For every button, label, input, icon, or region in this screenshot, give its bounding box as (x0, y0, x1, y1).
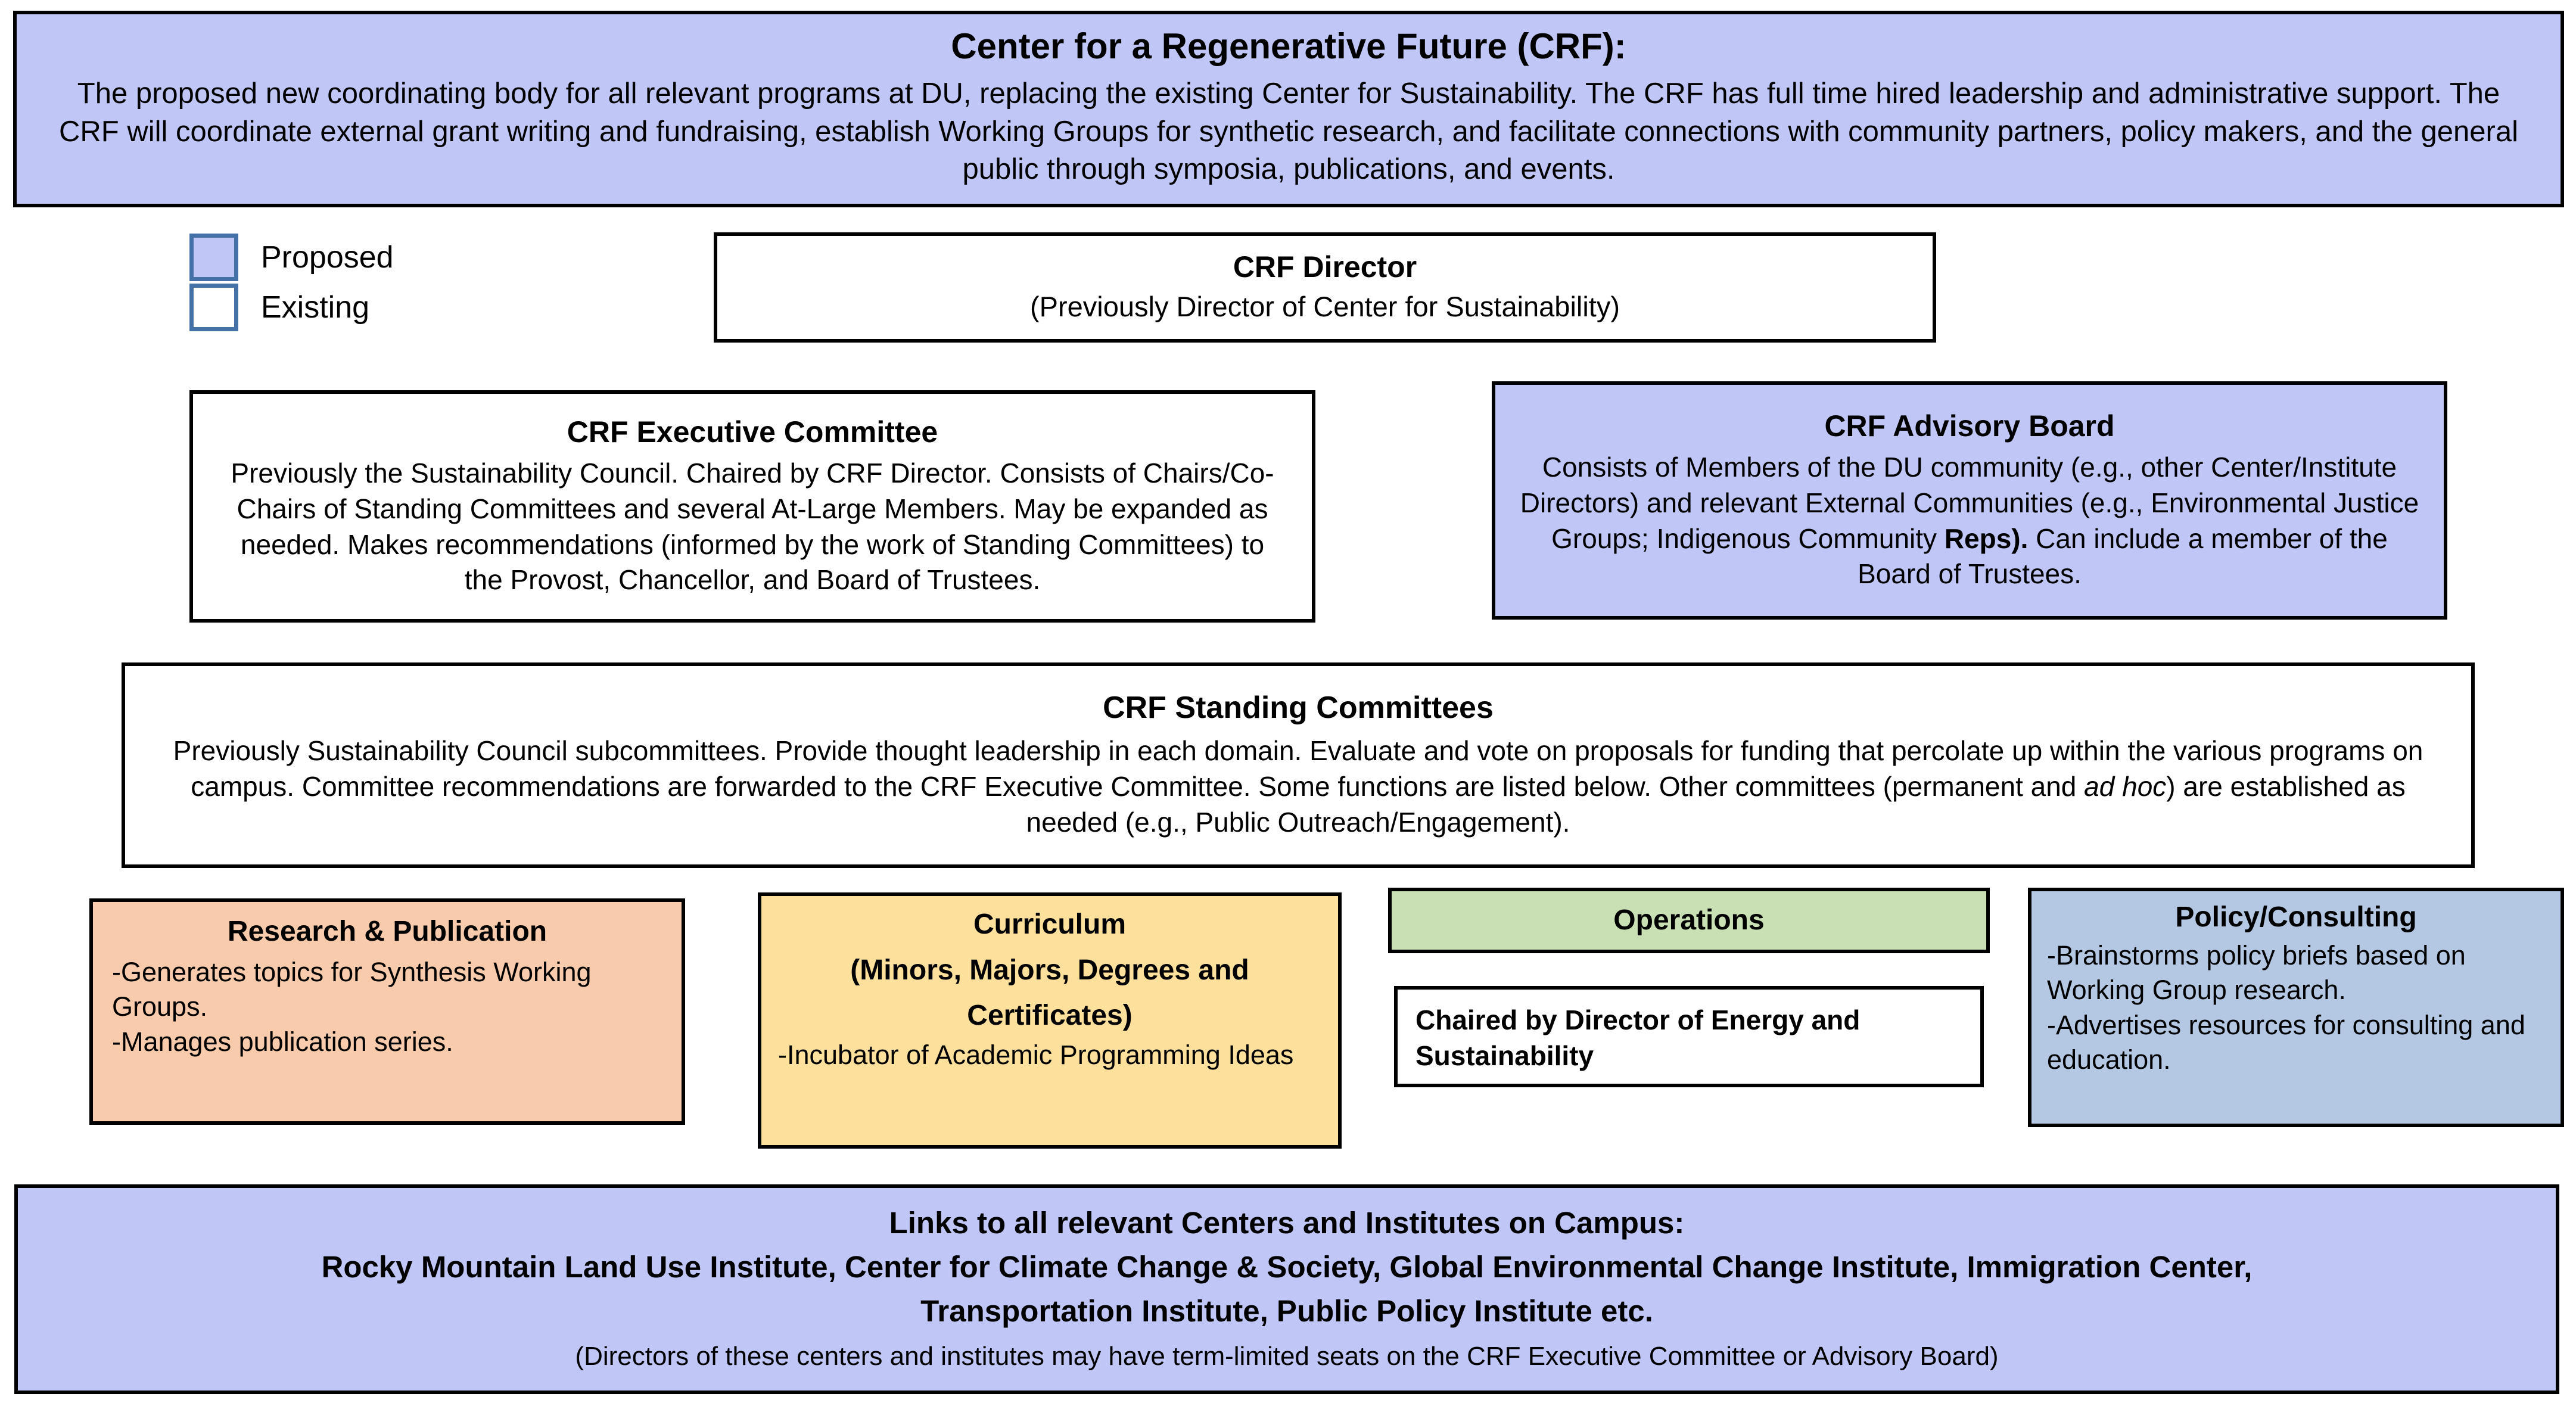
crf-banner-title: Center for a Regenerative Future (CRF): (951, 26, 1626, 67)
links-banner-line2: Rocky Mountain Land Use Institute, Cente… (321, 1250, 2253, 1284)
crf-banner-body: The proposed new coordinating body for a… (59, 77, 2518, 186)
legend-item-proposed: Proposed (189, 234, 394, 281)
standing-committees-body-italic: ad hoc (2084, 771, 2167, 802)
crf-director-subtitle: (Previously Director of Center for Susta… (1030, 291, 1620, 323)
research-publication-bullet-1: -Generates topics for Synthesis Working … (112, 956, 592, 1022)
committee-box-operations: Operations (1388, 888, 1990, 953)
exec-committee-title: CRF Executive Committee (567, 415, 938, 449)
advisory-board-body: Consists of Members of the DU community … (1519, 450, 2420, 592)
legend-item-existing: Existing (189, 284, 369, 331)
research-publication-bullet-2: -Manages publication series. (112, 1026, 453, 1057)
crf-banner-box: Center for a Regenerative Future (CRF): … (13, 11, 2564, 207)
policy-consulting-title: Policy/Consulting (2175, 901, 2417, 933)
existing-swatch-icon (189, 284, 238, 331)
links-banner-line3: Transportation Institute, Public Policy … (920, 1294, 1653, 1329)
curriculum-bullet-1: -Incubator of Academic Programming Ideas (778, 1039, 1294, 1070)
operations-chair-box: Chaired by Director of Energy and Sustai… (1394, 986, 1984, 1087)
committee-box-curriculum: Curriculum (Minors, Majors, Degrees and … (758, 892, 1342, 1149)
policy-consulting-bullet-2: -Advertises resources for consulting and… (2047, 1009, 2525, 1075)
curriculum-title-line2: (Minors, Majors, Degrees and (850, 954, 1249, 986)
committee-box-research-publication: Research & Publication -Generates topics… (89, 898, 685, 1125)
standing-committees-title: CRF Standing Committees (1103, 690, 1494, 726)
proposed-swatch-icon (189, 234, 238, 281)
standing-committees-body-part2: ) are established as needed (e.g., Publi… (1026, 771, 2406, 838)
committee-box-policy-consulting: Policy/Consulting -Brainstorms policy br… (2028, 888, 2564, 1127)
crf-standing-committees-box: CRF Standing Committees Previously Susta… (122, 662, 2475, 868)
crf-executive-committee-box: CRF Executive Committee Previously the S… (189, 390, 1315, 623)
crf-advisory-board-box: CRF Advisory Board Consists of Members o… (1492, 381, 2447, 620)
advisory-board-body-part1: Consists of Members of the DU community … (1520, 451, 2419, 554)
curriculum-title-line3: Certificates) (967, 1000, 1133, 1032)
legend-label-proposed: Proposed (261, 240, 394, 275)
operations-chair-text: Chaired by Director of Energy and Sustai… (1415, 1004, 1861, 1071)
crf-director-box: CRF Director (Previously Director of Cen… (714, 232, 1936, 343)
curriculum-title-line1: Curriculum (973, 909, 1127, 940)
advisory-board-body-part2: Can include a member of the Board of Tru… (1858, 522, 2388, 590)
exec-committee-body: Previously the Sustainability Council. C… (231, 457, 1274, 596)
standing-committees-body: Previously Sustainability Council subcom… (151, 733, 2445, 840)
legend: Proposed Existing (189, 234, 475, 347)
advisory-board-body-bold: Reps). (1944, 522, 2029, 554)
links-banner-note: (Directors of these centers and institut… (575, 1341, 1999, 1371)
legend-label-existing: Existing (261, 290, 370, 325)
policy-consulting-bullet-1: -Brainstorms policy briefs based on Work… (2047, 940, 2466, 1006)
links-banner-box: Links to all relevant Centers and Instit… (14, 1184, 2559, 1394)
links-banner-line1: Links to all relevant Centers and Instit… (889, 1206, 1685, 1240)
crf-director-title: CRF Director (1233, 250, 1417, 284)
research-publication-title: Research & Publication (227, 916, 547, 947)
operations-title: Operations (1613, 904, 1765, 936)
standing-committees-body-part1: Previously Sustainability Council subcom… (173, 735, 2423, 802)
advisory-board-title: CRF Advisory Board (1824, 409, 2115, 443)
